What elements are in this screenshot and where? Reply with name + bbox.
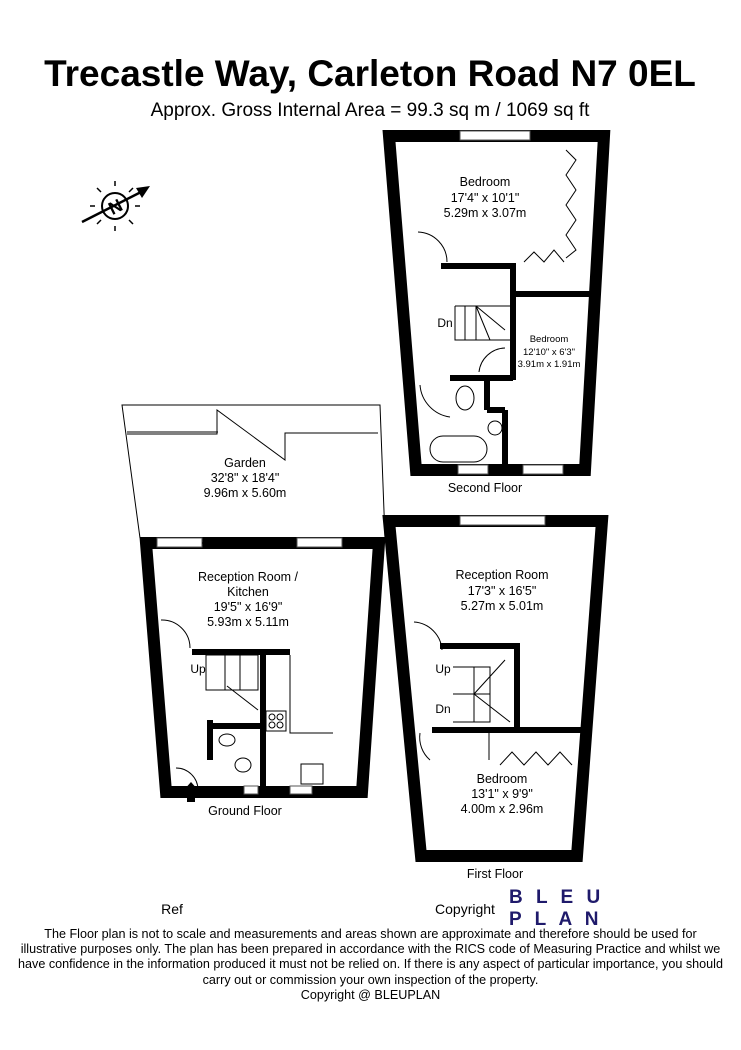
disclaimer-line: The Floor plan is not to scale and measu… [44,927,697,941]
svg-text:P L A N: P L A N [509,909,602,930]
svg-text:5.29m x 3.07m: 5.29m x 3.07m [444,206,527,220]
ground-floor-label: Ground Floor [208,804,282,818]
copyright-label: Copyright [435,901,495,917]
svg-text:Up: Up [190,662,206,676]
svg-text:Reception Room: Reception Room [455,568,548,582]
svg-text:Dn: Dn [435,702,450,716]
svg-text:Dn: Dn [437,316,452,330]
disclaimer-line: carry out or commission your own inspect… [202,972,539,987]
svg-text:17'3" x 16'5": 17'3" x 16'5" [468,584,537,598]
svg-text:B L E U: B L E U [509,887,604,908]
svg-text:Bedroom: Bedroom [477,772,528,786]
svg-text:Garden: Garden [224,456,266,470]
svg-text:13'1" x 9'9": 13'1" x 9'9" [471,787,533,801]
svg-text:Kitchen: Kitchen [227,585,269,599]
ground-floor-plan: Garden 32'8" x 18'4" 9.96m x 5.60m Recep… [121,404,386,818]
page-title: Trecastle Way, Carleton Road N7 0EL [44,53,696,94]
svg-text:5.27m x 5.01m: 5.27m x 5.01m [461,599,544,613]
disclaimer-line: illustrative purposes only. The plan has… [20,942,721,957]
ref-label: Ref [161,901,183,917]
svg-text:9.96m x 5.60m: 9.96m x 5.60m [204,486,287,500]
north-compass-icon: N [81,181,150,231]
svg-text:19'5" x 16'9": 19'5" x 16'9" [214,600,283,614]
svg-text:4.00m x 2.96m: 4.00m x 2.96m [461,802,544,816]
second-floor-plan: Bedroom 17'4" x 10'1" 5.29m x 3.07m Bedr… [382,130,611,495]
disclaimer: The Floor plan is not to scale and measu… [0,927,741,1003]
entrance-arrow-icon [183,782,199,802]
svg-text:5.93m x 5.11m: 5.93m x 5.11m [207,615,289,629]
svg-text:Up: Up [435,662,451,676]
area-subtitle: Approx. Gross Internal Area = 99.3 sq m … [151,100,591,121]
svg-text:Bedroom: Bedroom [460,175,511,189]
copyright-line: Copyright @ BLEUPLAN [300,987,441,1002]
first-floor-label: First Floor [467,867,523,881]
svg-text:32'8" x 18'4": 32'8" x 18'4" [211,471,280,485]
bleuplan-logo: B L E U P L A N [509,887,604,930]
svg-text:12'10" x 6'3": 12'10" x 6'3" [523,347,575,358]
second-floor-label: Second Floor [448,481,522,495]
svg-text:Reception Room /: Reception Room / [198,570,299,584]
svg-text:3.91m x 1.91m: 3.91m x 1.91m [518,359,581,370]
svg-text:Bedroom: Bedroom [530,334,569,345]
first-floor-plan: Reception Room 17'3" x 16'5" 5.27m x 5.0… [382,515,609,881]
svg-text:17'4" x 10'1": 17'4" x 10'1" [451,191,520,205]
disclaimer-line: have confidence in the information produ… [18,957,723,972]
